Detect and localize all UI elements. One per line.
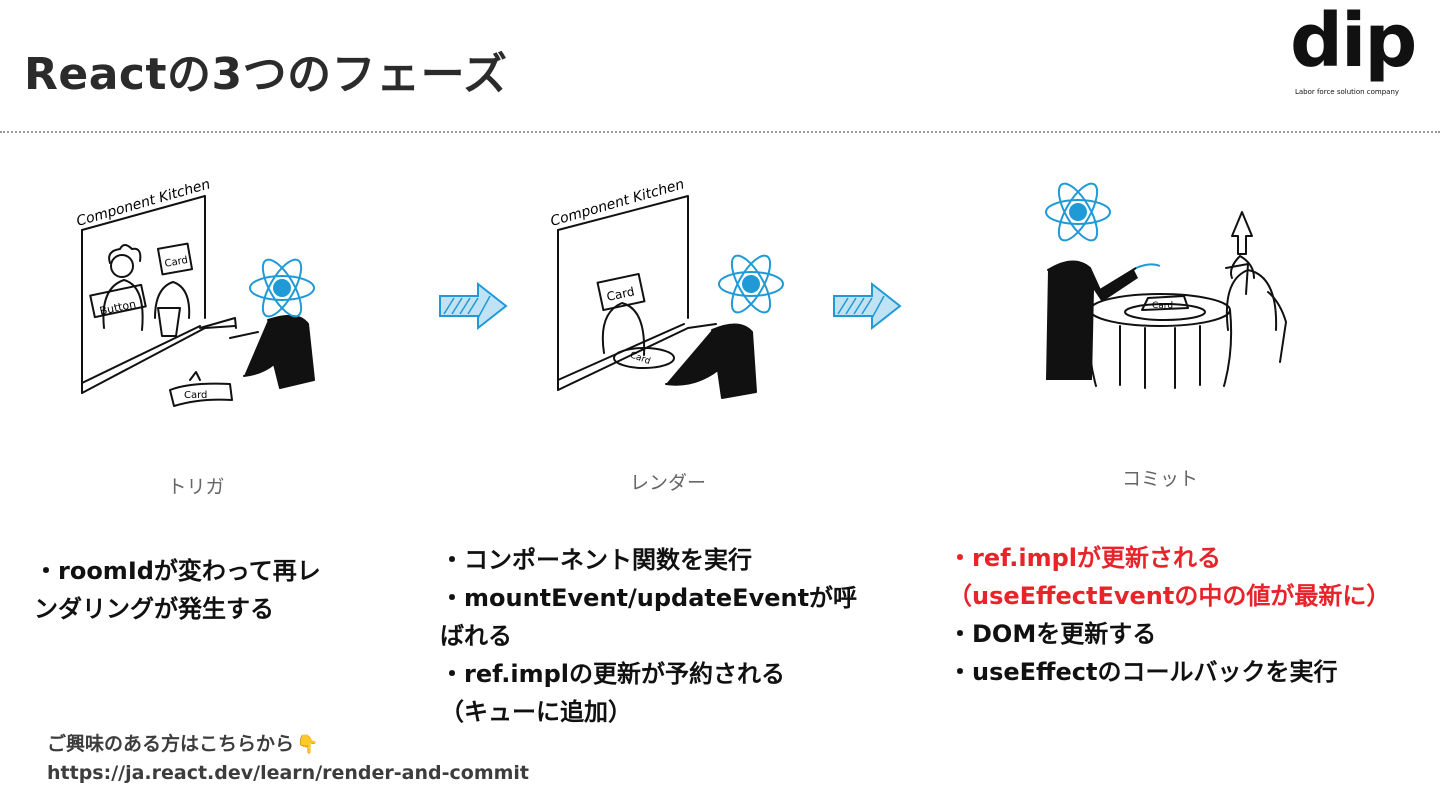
highlight-line: ・ref.implが更新される xyxy=(948,544,1221,572)
bullet-line: ・ref.implの更新が予約される xyxy=(440,660,785,688)
reference-link[interactable]: https://ja.react.dev/learn/render-and-co… xyxy=(47,762,530,784)
dip-logo: dip Labor force solution company xyxy=(1278,4,1418,102)
highlight-line: （useEffectEventの中の値が最新に） xyxy=(948,582,1391,610)
card-label-slip: Card xyxy=(184,390,207,401)
button-label: Button xyxy=(98,297,137,317)
bullet-line: ・コンポーネント関数を実行 xyxy=(440,546,752,574)
pointing-down-hand-icon: 👇 xyxy=(296,734,319,755)
react-logo-icon xyxy=(718,254,784,314)
bullet-line: ・DOMを更新する xyxy=(948,620,1157,648)
caption-trigger: トリガ xyxy=(167,476,225,498)
render-bullets: ・コンポーネント関数を実行 ・mountEvent/updateEventが呼 … xyxy=(440,541,857,731)
render-illustration: Component Kitchen Card Card xyxy=(549,176,784,399)
bullet-line: ・useEffectのコールバックを実行 xyxy=(948,658,1338,686)
bullet-line: ンダリングが発生する xyxy=(34,595,274,623)
react-logo-icon xyxy=(249,258,315,318)
arrow-right-icon xyxy=(439,281,508,331)
trigger-illustration: Component Kitchen Button Card Card xyxy=(75,176,315,407)
title-divider xyxy=(0,131,1440,133)
card-label-plate: Card xyxy=(1152,301,1173,311)
card-label-top: Card xyxy=(605,284,635,304)
commit-bullets: ・ref.implが更新される （useEffectEventの中の値が最新に）… xyxy=(948,539,1390,691)
kitchen-heading: Component Kitchen xyxy=(549,176,686,230)
logo-tagline: Labor force solution company xyxy=(1294,88,1400,96)
trigger-bullets: ・roomIdが変わって再レ ンダリングが発生する xyxy=(34,552,321,628)
logo-word: dip xyxy=(1290,0,1417,84)
kitchen-heading: Component Kitchen xyxy=(75,176,212,230)
bullet-line: ・roomIdが変わって再レ xyxy=(34,557,321,585)
bullet-line: ばれる xyxy=(440,622,512,650)
bullet-line: （キューに追加） xyxy=(440,698,632,726)
slide-title: Reactの3つのフェーズ xyxy=(24,49,508,100)
arrow-right-icon xyxy=(833,281,902,331)
caption-render: レンダー xyxy=(629,472,706,494)
commit-illustration: Card xyxy=(1045,182,1287,389)
card-label-plate: Card xyxy=(628,350,651,367)
reference-note: ご興味のある方はこちらから👇 https://ja.react.dev/lear… xyxy=(47,730,529,787)
react-logo-icon xyxy=(1045,182,1111,242)
caption-commit: コミット xyxy=(1121,468,1198,490)
note-text: ご興味のある方はこちらから xyxy=(47,733,295,755)
card-label-top: Card xyxy=(164,255,189,270)
bullet-line: ・mountEvent/updateEventが呼 xyxy=(440,584,858,612)
